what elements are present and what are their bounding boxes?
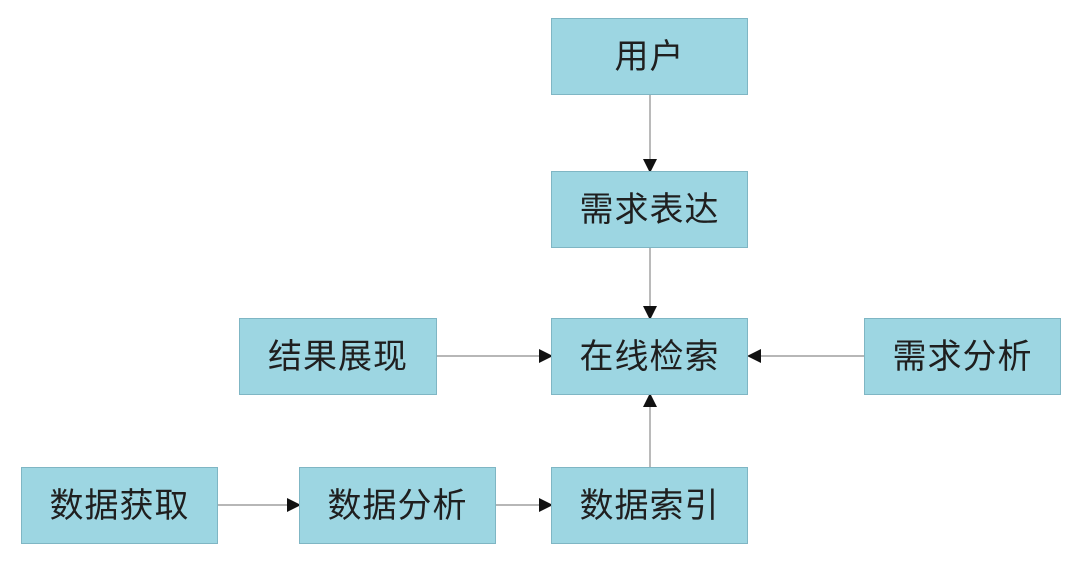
node-online-retrieval: 在线检索 — [551, 318, 748, 395]
node-result-display-label: 结果展现 — [268, 336, 408, 377]
node-online-retrieval-label: 在线检索 — [579, 336, 720, 377]
node-data-analysis-label: 数据分析 — [327, 485, 468, 526]
node-need-expression-label: 需求表达 — [579, 189, 720, 230]
node-data-indexing: 数据索引 — [551, 467, 748, 544]
node-need-expression: 需求表达 — [551, 171, 748, 248]
node-need-analysis: 需求分析 — [864, 318, 1061, 395]
node-user-label: 用户 — [614, 36, 685, 77]
node-user: 用户 — [551, 18, 748, 95]
node-data-analysis: 数据分析 — [299, 467, 496, 544]
node-data-indexing-label: 数据索引 — [579, 485, 720, 526]
node-data-acquisition: 数据获取 — [21, 467, 218, 544]
node-result-display: 结果展现 — [239, 318, 437, 395]
node-need-analysis-label: 需求分析 — [892, 336, 1033, 377]
node-data-acquisition-label: 数据获取 — [49, 485, 190, 526]
